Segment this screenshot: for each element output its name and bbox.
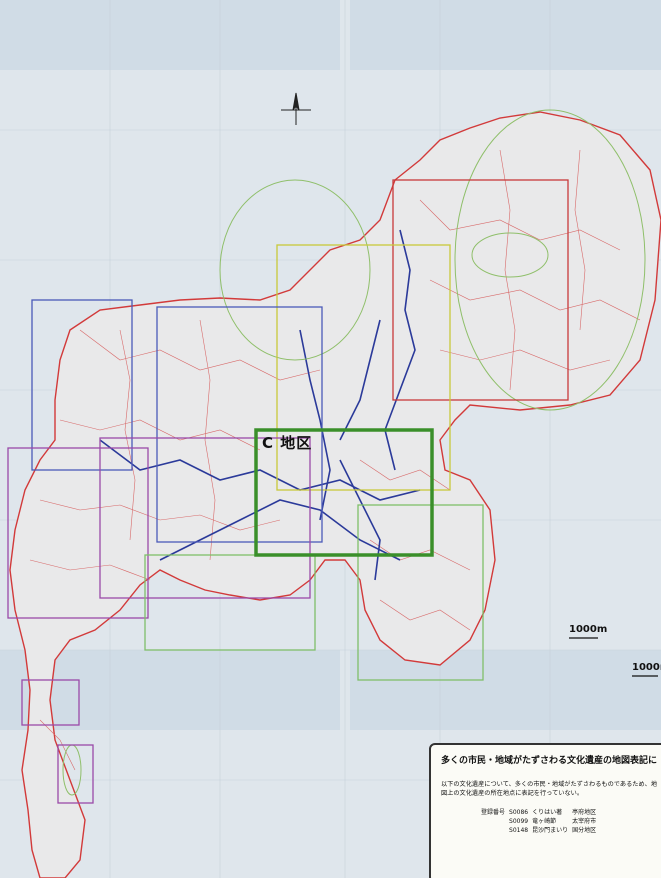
legend-name: 竜ヶ崎節 <box>532 818 557 825</box>
background-panel <box>350 0 661 70</box>
background-panel <box>0 650 340 730</box>
c-area-label: C 地区 <box>262 434 313 452</box>
table-row: S0148 昆沙門まいり 国分地区 <box>481 826 600 835</box>
frame-purple-2[interactable] <box>99 437 311 599</box>
frame-blue-2[interactable] <box>156 306 323 543</box>
legend-location: 亭府地区 <box>572 809 597 816</box>
municipal-boundary <box>9 111 661 878</box>
frame-purple-small-1[interactable] <box>21 679 80 726</box>
scale-label-1: 1000m <box>569 624 608 635</box>
frame-green-light[interactable] <box>144 554 316 651</box>
frame-purple-1[interactable] <box>7 447 149 619</box>
table-row: 登録番号 S0086 くりはい著 亭府地区 <box>481 808 600 817</box>
frame-c-area[interactable] <box>254 428 434 557</box>
section-frames[interactable] <box>7 179 569 804</box>
frame-purple-small-2[interactable] <box>57 744 94 804</box>
buffer-circles <box>62 109 646 796</box>
legend-description: 以下の文化遺産について、多くの市民・地域がたずさわるものであるため、地図上の文化… <box>441 781 658 797</box>
frame-green-right[interactable] <box>357 504 484 681</box>
legend-header-label: 登録番号 <box>481 809 506 816</box>
district-boundaries <box>29 149 641 771</box>
scale-label-2: 1000m <box>632 662 661 673</box>
legend-number: S0086 <box>509 809 529 816</box>
legend-name: 昆沙門まいり <box>532 827 569 834</box>
frame-blue-1[interactable] <box>31 299 133 471</box>
legend-location: 国分地区 <box>572 827 597 834</box>
background-panel <box>350 650 661 730</box>
legend-number: S0148 <box>509 827 529 834</box>
legend-name: くりはい著 <box>532 809 563 816</box>
background-panel <box>0 0 340 70</box>
legend-number: S0099 <box>509 818 529 825</box>
scale-bars <box>569 637 658 677</box>
frame-red[interactable] <box>392 179 569 401</box>
north-arrow-icon <box>281 92 311 125</box>
legend-title: 多くの市民・地域がたずさわる文化遺産の地図表記について <box>441 756 657 766</box>
legend-box: 多くの市民・地域がたずさわる文化遺産の地図表記について 以下の文化遺産について、… <box>429 743 661 878</box>
legend-table: 登録番号 S0086 くりはい著 亭府地区 S0099 竜ヶ崎節 太宰府市 S0… <box>481 808 600 835</box>
table-row: S0099 竜ヶ崎節 太宰府市 <box>481 817 600 826</box>
frame-yellow[interactable] <box>276 244 451 491</box>
legend-location: 太宰府市 <box>572 818 597 825</box>
